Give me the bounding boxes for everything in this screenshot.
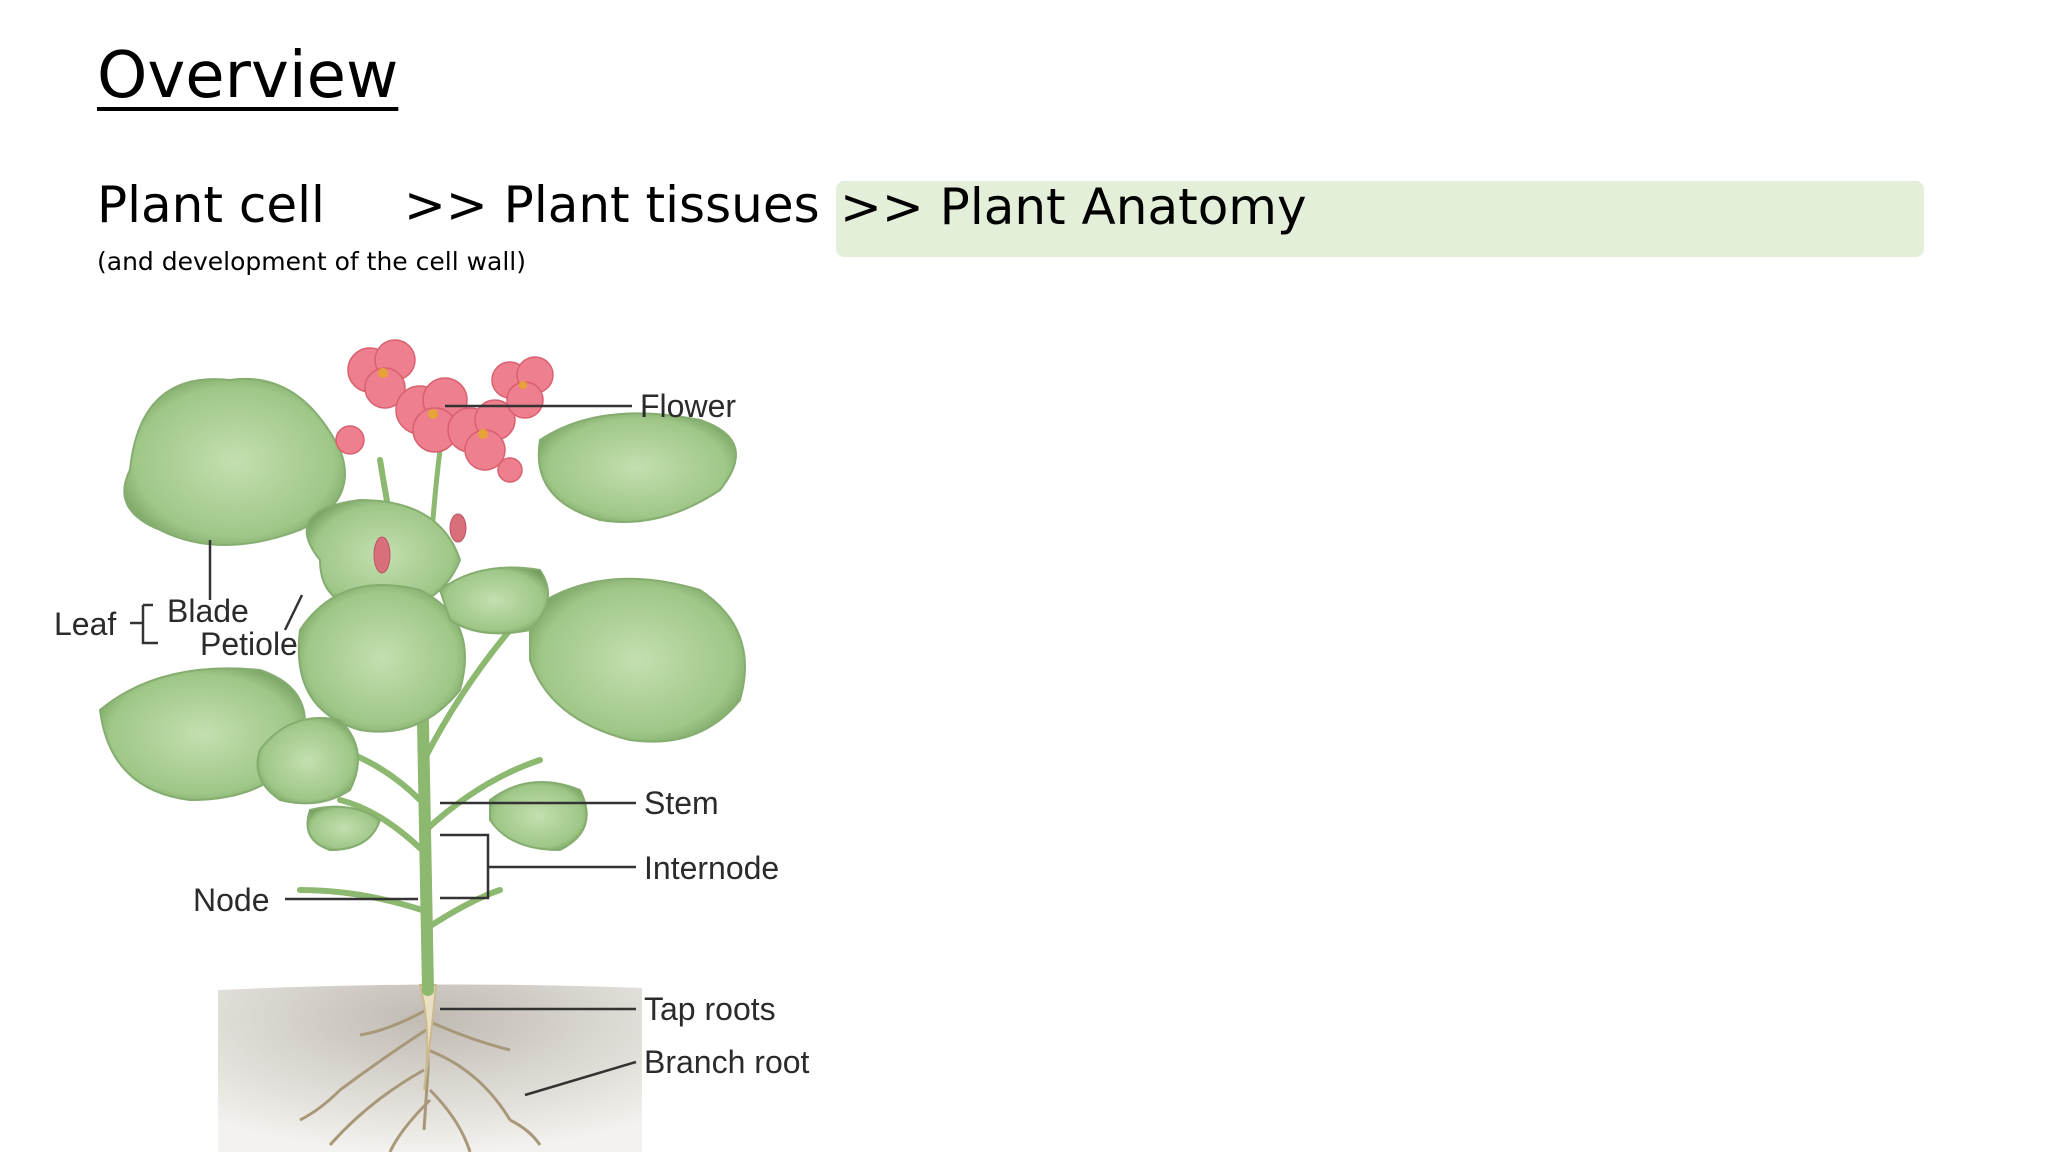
flower-cluster — [335, 339, 554, 574]
current-topic-highlight — [836, 181, 1924, 257]
slide-title: Overview — [97, 39, 399, 113]
topic-plant-tissues: >> Plant tissues — [404, 176, 820, 234]
topic-plant-anatomy: >> Plant Anatomy — [840, 178, 1307, 236]
label-tap-roots: Tap roots — [644, 991, 776, 1027]
label-petiole: Petiole — [200, 626, 298, 662]
leaves — [98, 377, 746, 852]
label-leaf: Leaf — [54, 606, 116, 642]
label-internode: Internode — [644, 850, 779, 886]
plant-anatomy-diagram: Flower Leaf Blade Petiole Stem Internode… — [40, 330, 840, 1152]
label-node: Node — [193, 882, 270, 918]
plant-illustration: Flower Leaf Blade Petiole Stem Internode… — [54, 339, 810, 1152]
label-stem: Stem — [644, 785, 719, 821]
label-blade: Blade — [167, 593, 249, 629]
soil — [218, 984, 642, 1152]
label-branch-root: Branch root — [644, 1044, 810, 1080]
roots — [299, 990, 542, 1152]
topic-plant-cell-note: (and development of the cell wall) — [97, 247, 526, 276]
topic-plant-cell: Plant cell — [97, 176, 325, 234]
label-flower: Flower — [640, 388, 736, 424]
label-leader-lines — [130, 404, 637, 1097]
tap-root — [418, 984, 438, 1091]
